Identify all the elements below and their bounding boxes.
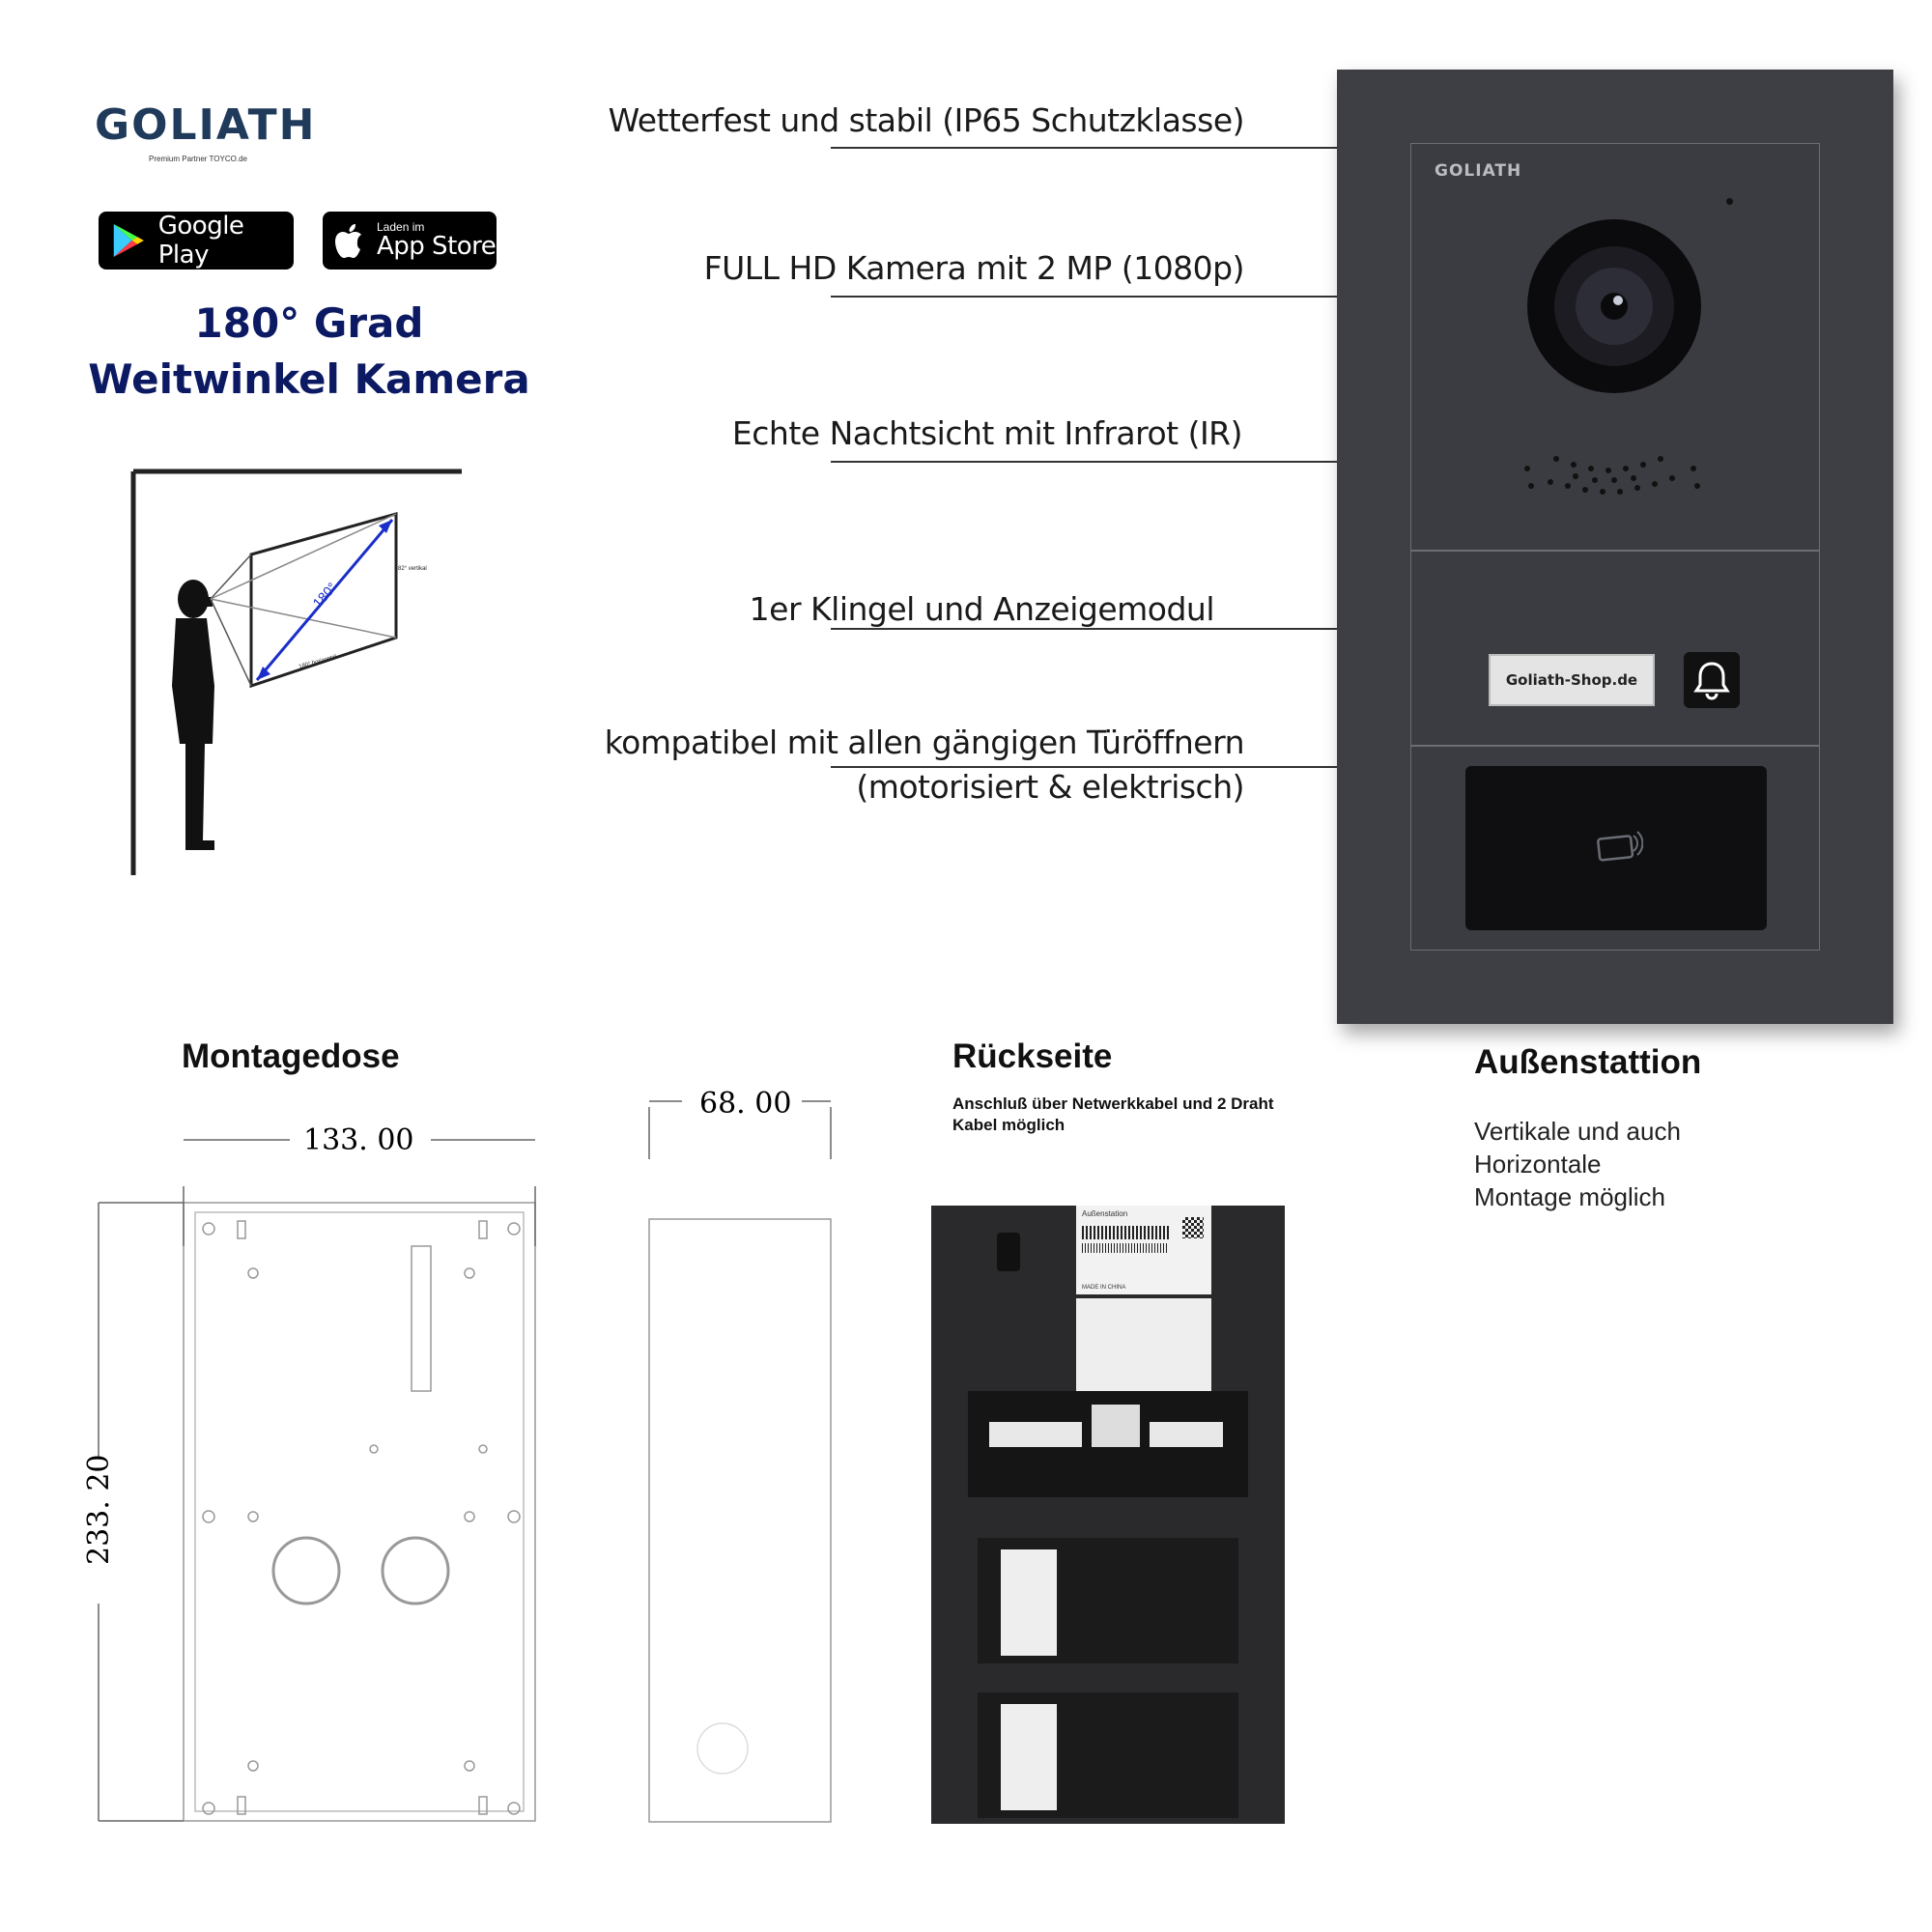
aussenstation-description: Vertikale und auch Horizontale Montage m…: [1474, 1115, 1681, 1213]
terminal-right[interactable]: [1150, 1422, 1223, 1447]
apple-icon: [335, 224, 361, 258]
callout-door-openers-sub: (motorisiert & elektrisch): [856, 768, 1244, 806]
wiring-table-label: [1076, 1298, 1211, 1391]
width-dimension: 133. 00: [303, 1123, 414, 1157]
height-dimension: 233. 20: [82, 1454, 116, 1565]
rueckseite-subtitle: Anschluß über Netwerkkabel und 2 Draht K…: [952, 1094, 1274, 1134]
google-play-icon: [113, 224, 144, 257]
doorbell-button[interactable]: [1684, 652, 1740, 708]
product-label: Außenstation MADE IN CHINA: [1076, 1206, 1211, 1294]
app-store-small-label: Laden im: [377, 220, 425, 234]
speaker-grille-icon: [1524, 456, 1700, 495]
aussenstation-line-3: Montage möglich: [1474, 1182, 1665, 1211]
callout-line-door-openers: [831, 766, 1337, 768]
qr-code-icon: [1182, 1217, 1204, 1238]
montagedose-title: Montagedose: [182, 1037, 400, 1075]
mounting-post: [997, 1233, 1020, 1271]
bell-icon: [1693, 662, 1730, 700]
google-play-button[interactable]: Google Play: [99, 212, 294, 270]
label-title: Außenstation: [1082, 1209, 1128, 1218]
depth-dimension: 68. 00: [699, 1087, 791, 1121]
callout-camera: FULL HD Kamera mit 2 MP (1080p): [703, 249, 1245, 287]
rfid-reader[interactable]: [1465, 766, 1767, 930]
headline-line-2: Weitwinkel Kamera: [88, 355, 530, 403]
label-origin: MADE IN CHINA: [1082, 1285, 1126, 1291]
name-plate: Goliath-Shop.de: [1489, 654, 1655, 706]
side-view-outline: [648, 1218, 832, 1823]
callout-doorbell-module: 1er Klingel und Anzeigemodul: [749, 590, 1215, 628]
aussenstation-line-2: Horizontale: [1474, 1150, 1602, 1179]
logo-text: GOLIATH: [95, 100, 317, 150]
callout-door-openers: kompatibel mit allen gängigen Türöffnern: [604, 724, 1245, 761]
module-label-2: [1001, 1704, 1057, 1810]
door-station-panel: GOLIATH Goliath-Shop.de: [1337, 70, 1893, 1024]
barcode-icon-2: [1082, 1243, 1169, 1253]
callout-ip65: Wetterfest und stabil (IP65 Schutzklasse…: [608, 101, 1245, 139]
callout-line-doorbell-module: [831, 628, 1337, 630]
google-play-label: Google Play: [157, 212, 244, 270]
front-view-outline: [183, 1202, 536, 1822]
vertical-label: 82° vertikal: [398, 566, 427, 572]
app-store-label: App Store: [377, 232, 497, 261]
ethernet-port[interactable]: [1092, 1405, 1140, 1447]
panel-logo: GOLIATH: [1435, 161, 1522, 181]
camera-lens-icon: [1527, 219, 1701, 393]
status-led: [1726, 198, 1733, 205]
rfid-card-icon: [1597, 831, 1643, 862]
callout-line-camera: [831, 296, 1337, 298]
person-silhouette-icon: [172, 580, 214, 850]
camera-module: GOLIATH: [1410, 143, 1820, 551]
goliath-logo: GOLIATH Premium Partner TOYCO.de: [95, 100, 314, 173]
wide-angle-diagram: 180° 82° vertikal 180° horizontal: [130, 469, 462, 875]
angle-arrow: [255, 519, 394, 681]
rfid-module: [1410, 746, 1820, 951]
terminal-left[interactable]: [989, 1422, 1082, 1447]
headline: 180° Grad Weitwinkel Kamera: [77, 296, 541, 408]
mounting-box-drawing: 133. 00 68. 00 233. 20: [82, 1087, 832, 1823]
app-store-button[interactable]: Laden im App Store: [323, 212, 497, 270]
rueckseite-title: Rückseite: [952, 1037, 1113, 1075]
doorbell-module: Goliath-Shop.de: [1410, 551, 1820, 746]
headline-line-1: 180° Grad: [194, 299, 424, 347]
rear-panel-photo: Außenstation MADE IN CHINA: [931, 1206, 1285, 1824]
barcode-icon: [1082, 1226, 1169, 1239]
logo-tagline: Premium Partner TOYCO.de: [149, 155, 247, 163]
callout-line-ip65: [831, 147, 1337, 149]
aussenstation-title: Außenstattion: [1474, 1043, 1702, 1081]
callout-line-nightvision: [831, 461, 1337, 463]
module-label-1: [1001, 1549, 1057, 1656]
callout-nightvision: Echte Nachtsicht mit Infrarot (IR): [731, 414, 1243, 452]
aussenstation-line-1: Vertikale und auch: [1474, 1117, 1681, 1146]
